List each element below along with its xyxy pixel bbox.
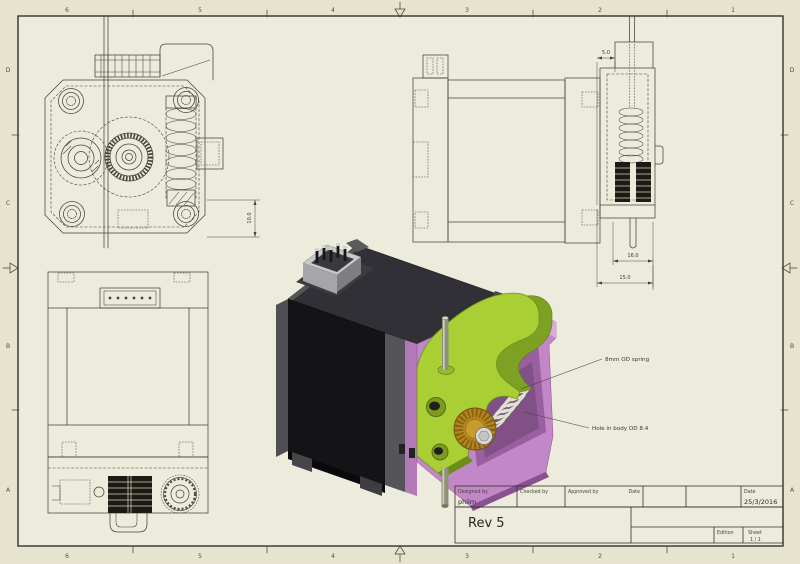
zone-label: D bbox=[6, 67, 11, 74]
dim-text: 10.0 bbox=[247, 212, 253, 223]
hobbed-gear-iso bbox=[453, 407, 497, 451]
hobbed-gear-bottom bbox=[108, 476, 152, 513]
spring-side bbox=[618, 107, 644, 164]
rod-lower-side bbox=[629, 217, 637, 249]
zone-label: 6 bbox=[65, 553, 69, 560]
extruder-side bbox=[599, 15, 664, 249]
hobbed-gear-side bbox=[615, 162, 651, 202]
grip-block bbox=[94, 54, 161, 78]
zone-ticks bbox=[11, 9, 789, 554]
annotations: 8mm OD spring Hole in body OD 8.4 bbox=[520, 357, 650, 432]
revision-text: Rev 5 bbox=[468, 516, 505, 531]
zone-label: B bbox=[6, 343, 10, 350]
nozzle-tab bbox=[109, 512, 148, 533]
zone-label: A bbox=[6, 487, 11, 494]
zone-label: 2 bbox=[598, 7, 602, 14]
corner-screws bbox=[58, 87, 199, 227]
zone-label: 3 bbox=[465, 553, 469, 560]
annotation-spring: 8mm OD spring bbox=[520, 357, 650, 390]
corner-chamfer bbox=[385, 333, 405, 492]
sheet-value: 1 / 1 bbox=[750, 537, 761, 543]
zone-label: 5 bbox=[198, 7, 202, 14]
tension-knob bbox=[160, 474, 200, 514]
designed-by-label: Designed by bbox=[458, 489, 488, 495]
zone-label: D bbox=[790, 67, 795, 74]
isometric-view bbox=[276, 239, 557, 511]
dim-front-vertical: 10.0 bbox=[207, 199, 260, 238]
dim-text: 5.0 bbox=[602, 50, 610, 56]
checked-by-label: Checked by bbox=[520, 489, 548, 495]
approved-date-label: Date bbox=[629, 489, 641, 495]
zone-label: 4 bbox=[331, 7, 335, 14]
zone-label: 5 bbox=[198, 553, 202, 560]
zone-label: 2 bbox=[598, 553, 602, 560]
dim-side-body: 15.0 bbox=[596, 209, 654, 287]
zone-label: A bbox=[790, 487, 795, 494]
title-block: Designed by philm Checked by Approved by… bbox=[454, 485, 784, 544]
dimensions: 10.0 5.0 16.0 15.0 bbox=[207, 50, 654, 290]
side-nub bbox=[654, 145, 664, 165]
edition-label: Edition bbox=[717, 530, 734, 536]
zone-label: B bbox=[790, 343, 794, 350]
dim-side-top: 5.0 bbox=[596, 50, 616, 205]
lever-outline bbox=[159, 43, 214, 81]
idler-bearing bbox=[53, 130, 109, 186]
front-view bbox=[44, 15, 224, 249]
zone-label: 1 bbox=[731, 553, 735, 560]
annotation-text: 8mm OD spring bbox=[605, 357, 650, 363]
revision-box bbox=[454, 506, 632, 544]
annotation-text: Hole in body OD 8.4 bbox=[592, 426, 649, 432]
spring-front bbox=[165, 95, 224, 207]
dim-text: 15.0 bbox=[619, 275, 630, 281]
zone-label: 1 bbox=[731, 7, 735, 14]
extruder-plate bbox=[44, 79, 206, 234]
zone-label: 6 bbox=[65, 7, 69, 14]
annotation-hole: Hole in body OD 8.4 bbox=[523, 411, 649, 432]
bottom-view bbox=[47, 271, 209, 533]
filament-rod-upper bbox=[441, 316, 449, 370]
zone-label: C bbox=[6, 200, 10, 207]
zone-label: 3 bbox=[465, 7, 469, 14]
sheet-label: Sheet bbox=[748, 530, 762, 536]
side-view bbox=[412, 15, 664, 249]
date-value: 25/3/2016 bbox=[744, 498, 777, 506]
connector-pins bbox=[315, 243, 347, 263]
motor-connector bbox=[296, 243, 374, 296]
motor-side-rails bbox=[47, 307, 209, 426]
zone-label: 4 bbox=[331, 553, 335, 560]
designed-by-value: philm bbox=[458, 498, 476, 506]
rod-upper-side bbox=[629, 15, 635, 43]
date-label: Date bbox=[744, 489, 756, 495]
approved-by-label: Approved by bbox=[568, 489, 599, 495]
filament-rod-lower bbox=[441, 468, 449, 508]
hobbed-gear bbox=[88, 116, 170, 198]
dim-text: 16.0 bbox=[627, 253, 638, 259]
connector-front bbox=[99, 287, 161, 309]
zone-label: C bbox=[790, 200, 794, 207]
